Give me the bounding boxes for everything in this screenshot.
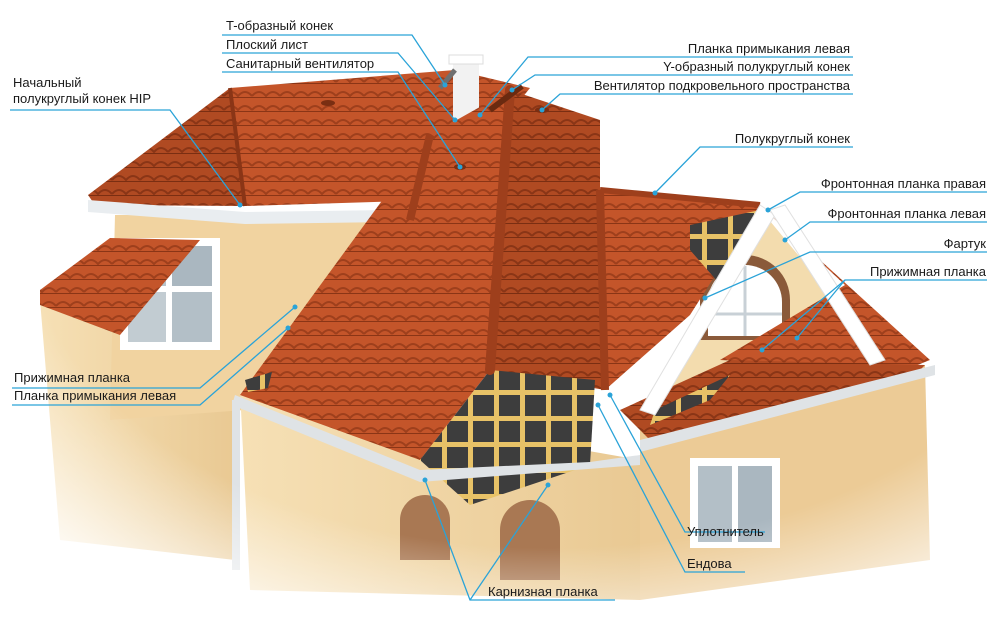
label-t-ridge: T-образный конек (226, 18, 334, 33)
pointer-start-hip (10, 109, 241, 206)
pointer-y-ridge (511, 74, 853, 91)
pointer-abutment-top (479, 56, 853, 116)
pointer-clamp-right-2 (796, 279, 846, 339)
pointer-sanitary-vent (222, 71, 461, 168)
label-apron: Фартук (943, 236, 986, 251)
pointer-sealant (609, 394, 765, 533)
label-abutment-left-bottom: Планка примыкания левая (14, 388, 177, 403)
pointer-gable-left (784, 221, 987, 241)
pointer-abutment-bottom (12, 327, 289, 406)
label-semi-ridge: Полукруглый конек (734, 131, 850, 146)
label-clamp-left: Прижимная планка (14, 370, 131, 385)
label-flat-sheet: Плоский лист (226, 37, 308, 52)
label-gable-left: Фронтонная планка левая (827, 206, 987, 221)
pointer-clamp-left (12, 306, 296, 389)
pointer-t-ridge (222, 34, 446, 86)
pointer-flat-sheet (222, 52, 456, 121)
pointer-eaves-2 (469, 484, 549, 601)
pointer-valley (597, 404, 745, 573)
label-roof-vent: Вентилятор подкровельного пространства (593, 78, 850, 93)
label-start-hip: Начальный полукруглый конек HIP (13, 75, 152, 106)
pointer-apron (704, 251, 987, 299)
label-sanitary-vent: Санитарный вентилятор (226, 56, 375, 71)
label-valley: Ендова (687, 556, 732, 571)
pointer-gable-right (767, 191, 987, 211)
pointer-lines (10, 34, 987, 601)
label-abutment-left-top: Планка примыкания левая (687, 41, 850, 56)
label-y-ridge: Y-образный полукруглый конек (663, 59, 850, 74)
pointer-roof-vent (541, 93, 853, 111)
pointer-semi-ridge (654, 146, 853, 194)
label-clamp-right: Прижимная планка (869, 264, 986, 279)
pointer-dots (237, 82, 800, 488)
label-eaves: Карнизная планка (488, 584, 598, 599)
label-sealant: Уплотнитель (687, 524, 764, 539)
label-gable-right: Фронтонная планка правая (820, 176, 986, 191)
